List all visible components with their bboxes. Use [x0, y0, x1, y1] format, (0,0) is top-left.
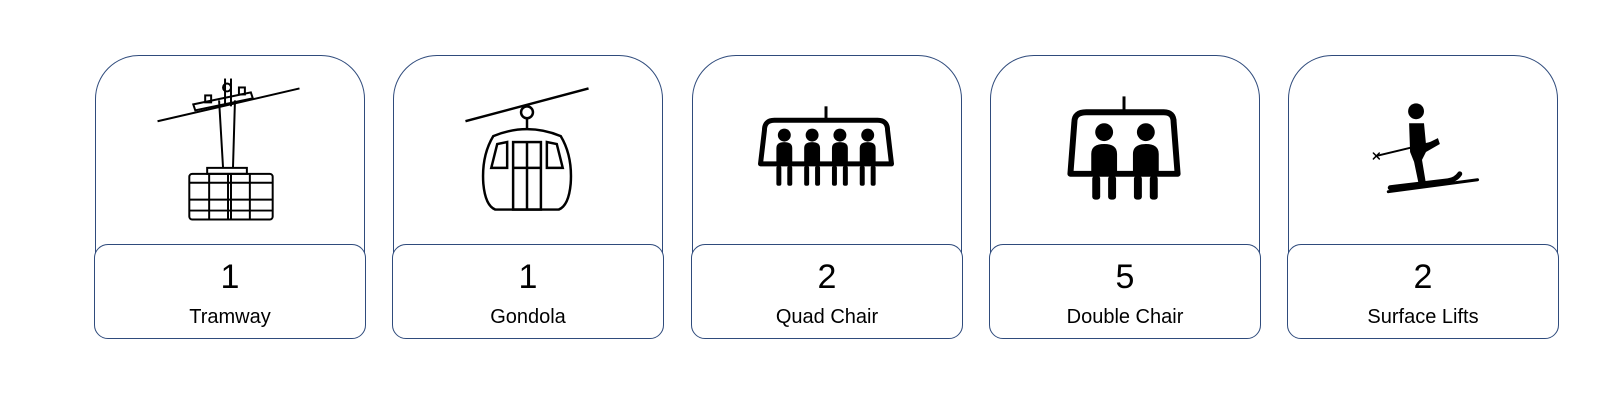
lift-card-gondola: 1 Gondola: [392, 55, 664, 339]
lift-card-footer: 1 Gondola: [392, 243, 664, 339]
lift-label: Double Chair: [1066, 305, 1184, 328]
lift-card-footer: 5 Double Chair: [989, 243, 1261, 339]
double-chair-icon: [991, 56, 1259, 246]
lift-card-double-chair: 5 Double Chair: [989, 55, 1261, 339]
lift-card-surface-lifts: 2 Surface Lifts: [1287, 55, 1559, 339]
lift-count: 2: [817, 257, 837, 296]
lift-count: 5: [1115, 257, 1135, 296]
lift-label: Tramway: [189, 305, 271, 328]
lift-label: Surface Lifts: [1367, 305, 1479, 328]
lift-count: 1: [518, 257, 538, 296]
lift-label: Quad Chair: [775, 305, 879, 328]
lift-label: Gondola: [490, 305, 566, 328]
surface-lift-icon: [1289, 56, 1557, 246]
lift-count: 2: [1413, 257, 1433, 296]
gondola-icon: [394, 56, 662, 246]
lift-card-footer: 2 Surface Lifts: [1287, 243, 1559, 339]
tramway-icon: [96, 56, 364, 246]
lift-card-footer: 2 Quad Chair: [691, 243, 963, 339]
lift-card-tramway: 1 Tramway: [94, 55, 366, 339]
lift-card-footer: 1 Tramway: [94, 243, 366, 339]
lift-count: 1: [220, 257, 240, 296]
lift-card-quad-chair: 2 Quad Chair: [691, 55, 963, 339]
quad-chair-icon: [693, 56, 961, 246]
